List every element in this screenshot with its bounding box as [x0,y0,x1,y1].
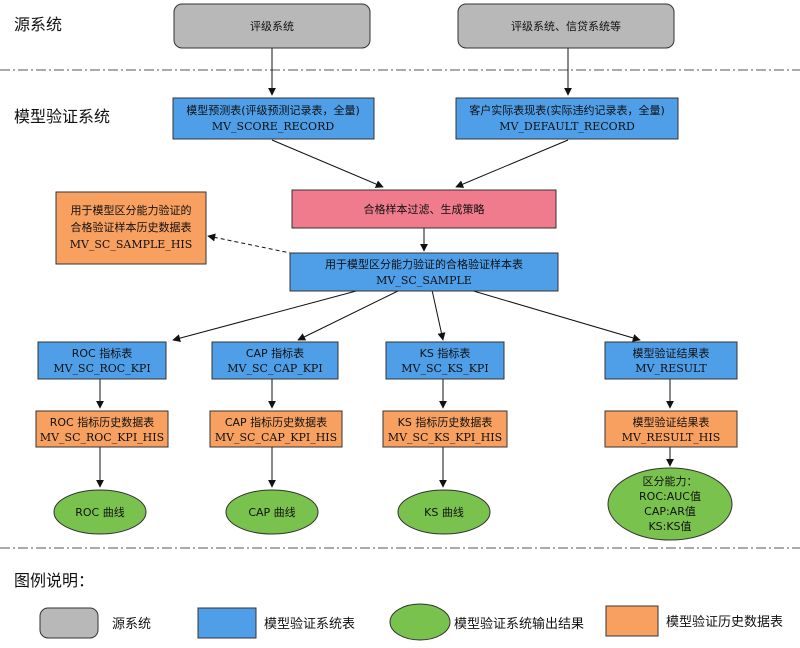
node-discrimination-shape [607,467,733,541]
legend-source-swatch [39,607,99,639]
node-score-record-line1: 模型预测表(评级预测记录表，全量) [186,103,360,117]
node-discrimination-line1: 区分能力： [643,474,698,488]
node-rating-credit-system-label: 评级系统、信贷系统等 [511,19,621,33]
edges [96,48,674,488]
legend-source-label: 源系统 [112,617,151,632]
section-label-source: 源系统 [14,15,62,34]
node-rating-credit-system: 评级系统、信贷系统等 [457,3,675,49]
legend-output-label: 模型验证系统输出结果 [454,616,584,632]
node-cap-curve: CAP 曲线 [225,489,319,535]
node-sample-his: 用于模型区分能力验证的 合格验证样本历史数据表 MV_SC_SAMPLE_HIS [55,191,207,265]
edge-sample-to-roc [172,289,361,343]
node-roc-kpi-line1: ROC 指标表 [72,346,132,360]
node-cap-kpi-his-box [209,410,343,448]
node-cap-kpi-line2: MV_SC_CAP_KPI [227,362,322,375]
legend-history-swatch [605,605,659,637]
node-default-record-line1: 客户实际表现表(实际违约记录表，全量) [469,103,665,117]
node-result-his-line2: MV_RESULT_HIS [622,431,721,444]
node-sample-line2: MV_SC_SAMPLE [376,274,472,287]
node-ks-kpi: KS 指标表 MV_SC_KS_KPI [385,341,505,380]
node-roc-kpi-his-box [35,410,169,448]
node-roc-kpi-box [37,341,167,380]
node-roc-curve: ROC 曲线 [53,489,147,535]
node-rating-credit-system-box [457,3,675,49]
node-sample-his-box [55,191,207,265]
edge-sample-to-ks [431,289,446,341]
legend-output-swatch [389,603,451,641]
node-roc-kpi: ROC 指标表 MV_SC_ROC_KPI [37,341,167,380]
section-label-legend: 图例说明： [14,571,94,590]
node-filter-box [291,189,557,229]
node-discrimination-line4: KS:KS值 [648,520,691,533]
node-ks-kpi-box [385,341,505,380]
node-roc-kpi-his: ROC 指标历史数据表 MV_SC_ROC_KPI_HIS [35,410,169,448]
legend-history-label: 模型验证历史数据表 [666,614,783,630]
node-sample-box [289,252,559,292]
node-score-record: 模型预测表(评级预测记录表，全量) MV_SCORE_RECORD [172,97,375,140]
node-ks-kpi-his-box [382,410,508,448]
node-cap-kpi-his-line1: CAP 指标历史数据表 [225,415,327,429]
node-ks-curve-shape [397,489,491,535]
node-sample-his-line2: 合格验证样本历史数据表 [71,220,192,234]
node-cap-kpi-line1: CAP 指标表 [246,346,304,360]
node-ks-kpi-his-line2: MV_SC_KS_KPI_HIS [388,431,502,444]
node-roc-curve-shape [53,489,147,535]
node-rating-system-box [173,3,371,49]
node-discrimination-line2: ROC:AUC值 [639,490,701,503]
node-rating-system: 评级系统 [173,3,371,49]
edge-sample-to-cap [297,289,401,341]
node-discrimination: 区分能力： ROC:AUC值 CAP:AR值 KS:KS值 [607,467,733,541]
node-cap-kpi: CAP 指标表 MV_SC_CAP_KPI [211,341,339,380]
node-result-line2: MV_RESULT [635,362,707,375]
node-roc-kpi-his-line1: ROC 指标历史数据表 [50,415,154,429]
section-label-model: 模型验证系统 [14,107,110,126]
node-cap-kpi-his: CAP 指标历史数据表 MV_SC_CAP_KPI_HIS [209,410,343,448]
node-score-record-line2: MV_SCORE_RECORD [212,120,335,133]
node-roc-curve-label: ROC 曲线 [75,505,124,519]
node-rating-system-label: 评级系统 [250,20,294,33]
node-sample-his-line1: 用于模型区分能力验证的 [71,203,192,217]
legend: 源系统 模型验证系统表 模型验证系统输出结果 模型验证历史数据表 [39,603,783,641]
node-ks-kpi-line2: MV_SC_KS_KPI [401,362,488,375]
node-discrimination-line3: CAP:AR值 [644,505,696,518]
node-roc-kpi-line2: MV_SC_ROC_KPI [53,362,150,375]
node-cap-kpi-his-line2: MV_SC_CAP_KPI_HIS [215,431,337,444]
legend-table-swatch [197,607,257,639]
node-roc-kpi-his-line2: MV_SC_ROC_KPI_HIS [40,431,164,444]
node-ks-kpi-line1: KS 指标表 [420,346,471,360]
node-ks-kpi-his: KS 指标历史数据表 MV_SC_KS_KPI_HIS [382,410,508,448]
node-sample-his-line3: MV_SC_SAMPLE_HIS [70,238,193,251]
edge-default-to-filter [455,139,569,188]
node-ks-kpi-his-line1: KS 指标历史数据表 [398,415,493,429]
edge-sample-to-result [469,289,641,342]
node-cap-curve-label: CAP 曲线 [248,505,295,519]
node-filter: 合格样本过滤、生成策略 [291,189,557,229]
edge-sample-to-history [207,233,301,256]
node-ks-curve: KS 曲线 [397,489,491,535]
node-result-his-box [604,410,738,448]
node-result-his-line1: 模型验证结果表 [633,415,710,429]
node-default-record-box [455,97,679,140]
node-default-record: 客户实际表现表(实际违约记录表，全量) MV_DEFAULT_RECORD [455,97,679,140]
node-sample-line1: 用于模型区分能力验证的合格验证样本表 [325,257,523,271]
node-default-record-line2: MV_DEFAULT_RECORD [499,120,635,133]
legend-table-label: 模型验证系统表 [264,616,355,632]
node-result-box [604,341,738,380]
node-result-his: 模型验证结果表 MV_RESULT_HIS [604,410,738,448]
node-filter-label: 合格样本过滤、生成策略 [364,202,485,216]
node-sample: 用于模型区分能力验证的合格验证样本表 MV_SC_SAMPLE [289,252,559,292]
node-cap-kpi-box [211,341,339,380]
node-result: 模型验证结果表 MV_RESULT [604,341,738,380]
node-ks-curve-label: KS 曲线 [424,505,464,519]
node-score-record-box [172,97,375,140]
edge-score-to-filter [271,139,384,188]
node-result-line1: 模型验证结果表 [633,346,710,360]
node-cap-curve-shape [225,489,319,535]
